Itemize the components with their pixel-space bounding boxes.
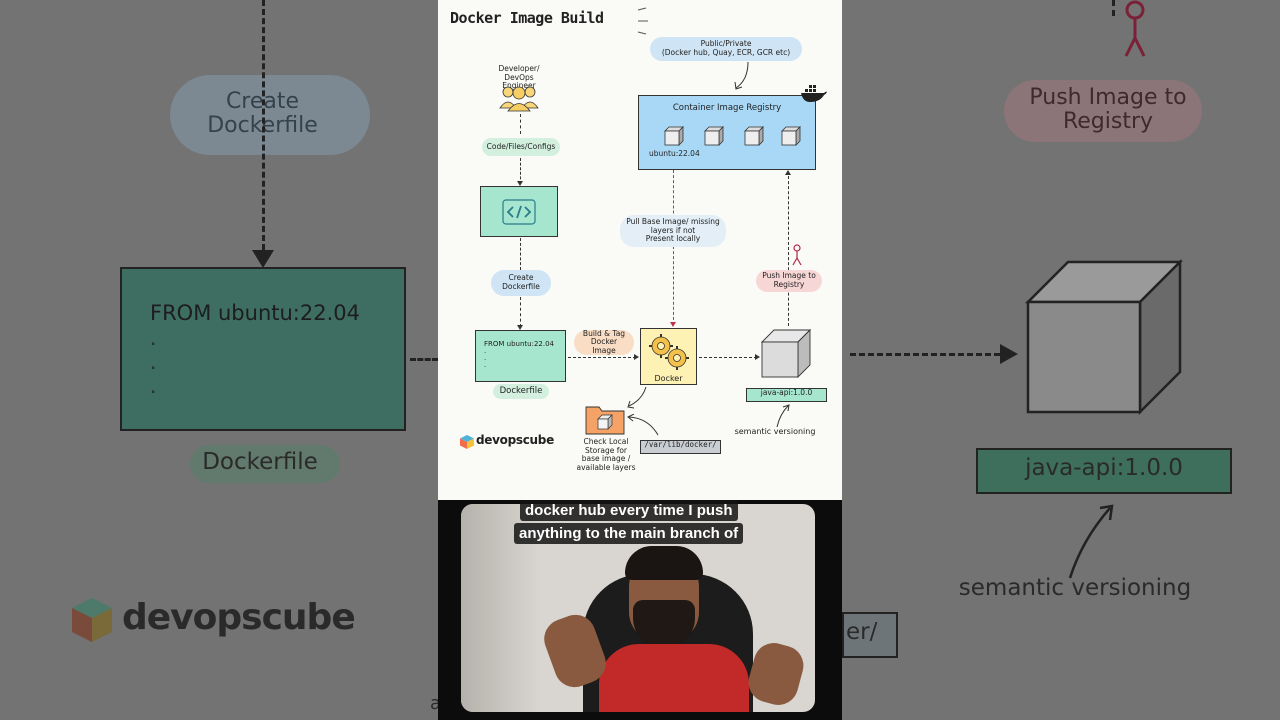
bg-arrow-to-cube (850, 353, 1000, 356)
background-right-panel: Push Image to Registry java-api:1.0.0 se… (842, 0, 1280, 720)
bg-from-line: FROM ubuntu:22.04 (150, 301, 360, 325)
devopscube-logo-icon (459, 434, 475, 450)
docker-whale-icon (800, 84, 828, 104)
dev-to-code-line (520, 114, 521, 134)
registry-layer-cube-icon (704, 126, 724, 146)
public-private-cloud: Public/Private (Docker hub, Quay, ECR, G… (650, 37, 802, 61)
presenter-beard (633, 600, 695, 648)
arrow-head-4 (755, 354, 760, 360)
registry-image-tag: ubuntu:22.04 (649, 149, 700, 158)
docker-to-image-line (699, 357, 757, 358)
arrow-head-3 (634, 354, 639, 360)
docker-label: Docker (654, 374, 683, 383)
background-left-panel: Create Dockerfile FROM ubuntu:22.04 . . … (0, 0, 438, 720)
dockerfile-box (475, 330, 566, 382)
semantic-versioning-text: semantic versioning (734, 427, 816, 436)
title-sparkle-icon (636, 6, 652, 36)
pull-base-cloud: Pull Base Image/ missing layers if not P… (620, 215, 726, 247)
developer-label: Developer/ DevOps Engineer (498, 64, 540, 91)
arrow-head-1 (517, 181, 523, 186)
bg-person-icon (1120, 0, 1150, 60)
bg-arrow-head (252, 250, 274, 268)
bg-bottom-fragment: a (430, 693, 438, 714)
create-to-dockerfile-line (520, 297, 521, 327)
caption-line-2: anything to the main branch of (514, 523, 744, 544)
public-private-arrow (730, 60, 754, 92)
bg-dots: . . . (150, 326, 157, 398)
presenter-hair (625, 546, 703, 580)
bg-dockerfile-box (120, 267, 406, 431)
bg-dockerfile-label-cloud (190, 445, 340, 483)
bg-flow-arrow-top (262, 0, 265, 250)
gears-icon (648, 333, 690, 371)
registry-layer-cube-icon (781, 126, 801, 146)
diagram-title: Docker Image Build (450, 9, 604, 27)
bg-brand-name: devopscube (122, 597, 356, 638)
pull-arrow-head (670, 322, 676, 327)
bg-flow-arrow-right (410, 358, 438, 361)
lib-path-box (640, 440, 721, 454)
docker-to-folder-arrow (624, 386, 648, 410)
person-pushing-icon (791, 244, 803, 266)
dockerfile-dots: . . . (484, 347, 487, 369)
docker-build-diagram: Docker Image Build Public/Private (Docke… (438, 0, 842, 500)
bg-path-fragment: er/ (846, 619, 878, 645)
local-storage-folder-icon (585, 403, 625, 435)
check-local-storage-text: Check Local Storage for base image / ava… (576, 437, 636, 472)
developers-icon (498, 84, 540, 112)
image-tag-text: java-api:1.0.0 (760, 388, 813, 397)
push-to-registry-cloud: Push Image to Registry (756, 270, 822, 292)
caption-line-1: docker hub every time I push (520, 500, 738, 521)
code-files-cloud: Code/Files/Configs (482, 138, 560, 156)
dockerfile-to-docker-line (568, 357, 636, 358)
dockerfile-label-cloud: Dockerfile (493, 384, 549, 399)
path-to-folder-arrow (626, 413, 662, 436)
bg-semantic-text: semantic versioning (958, 575, 1192, 601)
bg-image-cube-icon (1024, 258, 1184, 416)
push-line (788, 176, 789, 326)
registry-layer-cube-icon (664, 126, 684, 146)
image-tag-box (746, 388, 827, 402)
bg-path-box (842, 612, 898, 658)
build-tag-cloud: Build & Tag Docker Image (574, 329, 634, 355)
presenter-right-hand (744, 638, 808, 710)
bg-tag-text: java-api:1.0.0 (1025, 455, 1183, 481)
push-arrow-head (785, 170, 791, 175)
bg-brand-logo-icon (68, 596, 116, 644)
registry-title: Container Image Registry (672, 103, 782, 113)
lib-path-text: /var/lib/docker/ (644, 440, 717, 449)
code-to-editor-line (520, 158, 521, 184)
bg-push-cloud (1004, 80, 1202, 142)
editor-to-create-line (520, 238, 521, 270)
devopscube-brand: devopscube (476, 433, 554, 447)
pull-base-line (673, 170, 674, 325)
bg-curved-arrow (1062, 500, 1122, 580)
code-brackets-icon (502, 199, 536, 225)
presenter-shirt (599, 644, 749, 712)
bg-up-arrow-line (1112, 0, 1115, 16)
create-dockerfile-cloud-small: Create Dockerfile (491, 270, 551, 296)
presenter-video (438, 500, 842, 720)
dockerfile-from-line: FROM ubuntu:22.04 (484, 340, 554, 348)
semantic-arrow (774, 404, 792, 428)
arrow-head-2 (517, 325, 523, 330)
create-dockerfile-cloud (170, 75, 370, 155)
built-image-cube-icon[interactable] (760, 328, 812, 379)
bg-tag-box (976, 448, 1232, 494)
bg-push-label: Push Image to Registry (1029, 85, 1187, 135)
registry-layer-cube-icon (744, 126, 764, 146)
bg-dockerfile-label: Dockerfile (202, 449, 318, 475)
bg-arrow-head-right (1000, 344, 1018, 364)
